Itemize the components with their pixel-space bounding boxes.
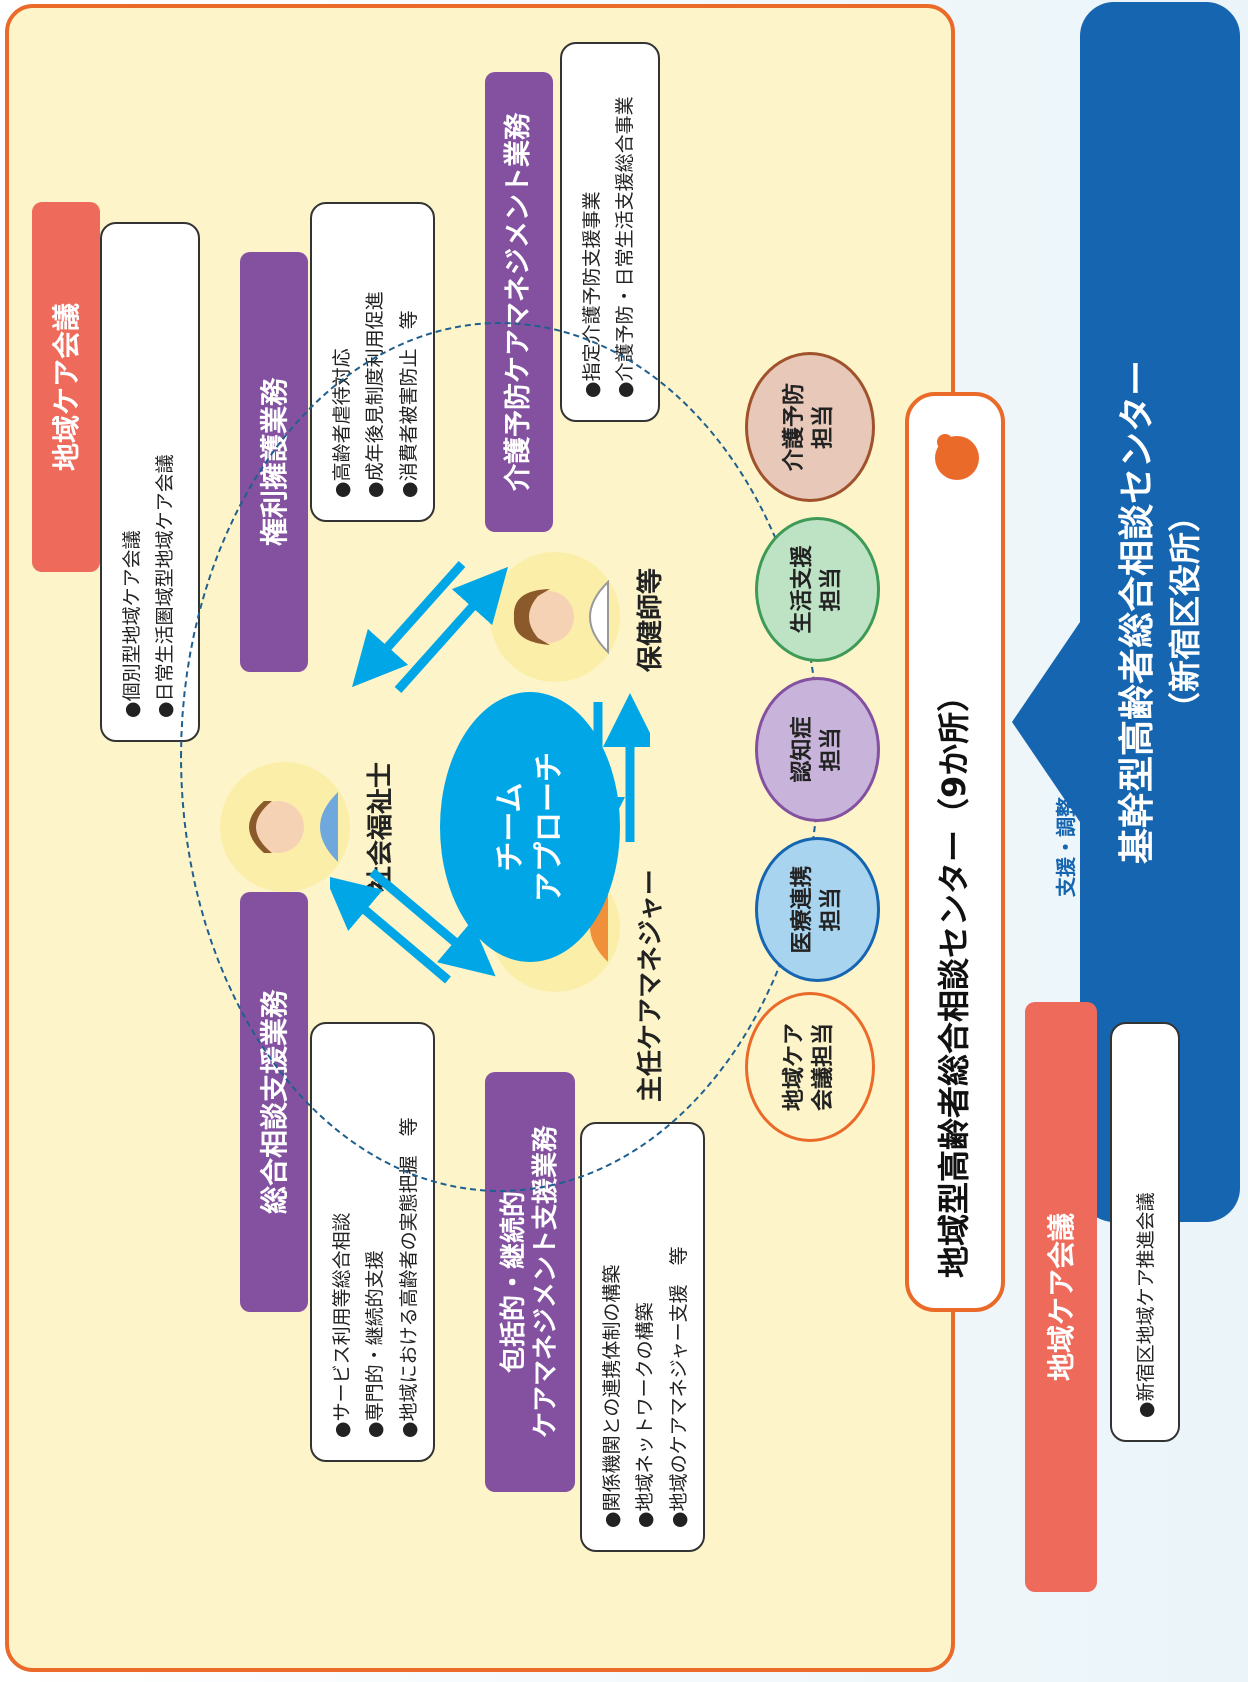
assignment-label: 担当 bbox=[818, 567, 844, 612]
bottom-meeting-title: 地域ケア会議 bbox=[1044, 1213, 1078, 1382]
assignment-circle: 認知症担当 bbox=[755, 677, 880, 822]
person-icon bbox=[249, 792, 338, 862]
mascot-icon bbox=[935, 434, 979, 480]
top-meeting-band: 地域ケア会議 bbox=[32, 202, 100, 572]
regional-center-label-box: 地域型高齢者総合相談センター（9か所） bbox=[905, 392, 1005, 1312]
team-arrows bbox=[330, 561, 650, 984]
assignment-circle: 介護予防担当 bbox=[745, 352, 875, 502]
assignment-label: 担当 bbox=[818, 727, 844, 772]
top-meeting-item: ●個別型地域ケア会議 bbox=[121, 530, 143, 718]
person-icon bbox=[513, 579, 609, 655]
assignment-label: 認知症 bbox=[789, 716, 815, 783]
support-arrow-icon bbox=[1012, 622, 1080, 822]
comprehensive-duty-card: ●関係機関との連携体制の構築 ●地域ネットワークの構築 ●地域のケアマネジャー支… bbox=[580, 1122, 705, 1552]
prevention-item: ●介護予防・日常生活支援総合事業 bbox=[614, 96, 637, 398]
assignment-label: 医療連携 bbox=[789, 865, 815, 954]
comprehensive-item: ●地域ネットワークの構築 bbox=[634, 1302, 657, 1528]
assignment-circle: 生活支援担当 bbox=[755, 517, 880, 662]
social-worker-avatar bbox=[220, 762, 350, 892]
assignment-label: 担当 bbox=[818, 887, 844, 932]
comprehensive-item: ●地域のケアマネジャー支援 等 bbox=[667, 1246, 690, 1528]
comprehensive-duty-title-line1: 包括的・継続的 bbox=[498, 1191, 529, 1374]
arrow-right-icon bbox=[394, 566, 508, 693]
assignment-label: 生活支援 bbox=[789, 545, 815, 634]
assignment-label: 担当 bbox=[811, 405, 836, 450]
nurse-avatar bbox=[490, 552, 620, 682]
bottom-meeting-band: 地域ケア会議 bbox=[1025, 1002, 1097, 1592]
top-meeting-item: ●日常生活圏域型地域ケア会議 bbox=[154, 454, 177, 718]
assignment-label: 会議担当 bbox=[811, 1023, 836, 1112]
arrow-up-icon bbox=[330, 875, 451, 984]
top-meeting-card: ●個別型地域ケア会議 ●日常生活圏域型地域ケア会議 bbox=[100, 222, 200, 742]
regional-center-label: 地域型高齢者総合相談センター（9か所） bbox=[935, 679, 973, 1278]
arrow-down-icon bbox=[369, 868, 496, 977]
bottom-meeting-card: ●新宿区地域ケア推進会議 bbox=[1110, 1022, 1180, 1442]
bottom-meeting-item: ●新宿区地域ケア推進会議 bbox=[1135, 1192, 1157, 1418]
comprehensive-item: ●関係機関との連携体制の構築 bbox=[601, 1264, 623, 1528]
assignment-circle: 地域ケア会議担当 bbox=[745, 992, 875, 1142]
support-arrow-label: 支援・調整・統括 bbox=[1054, 737, 1078, 897]
assignment-circle: 医療連携担当 bbox=[755, 837, 880, 982]
assignment-label: 介護予防 bbox=[782, 383, 808, 472]
top-meeting-title: 地域ケア会議 bbox=[49, 303, 83, 472]
assignment-label: 地域ケア bbox=[782, 1023, 808, 1112]
arrow-left-icon bbox=[352, 561, 466, 688]
